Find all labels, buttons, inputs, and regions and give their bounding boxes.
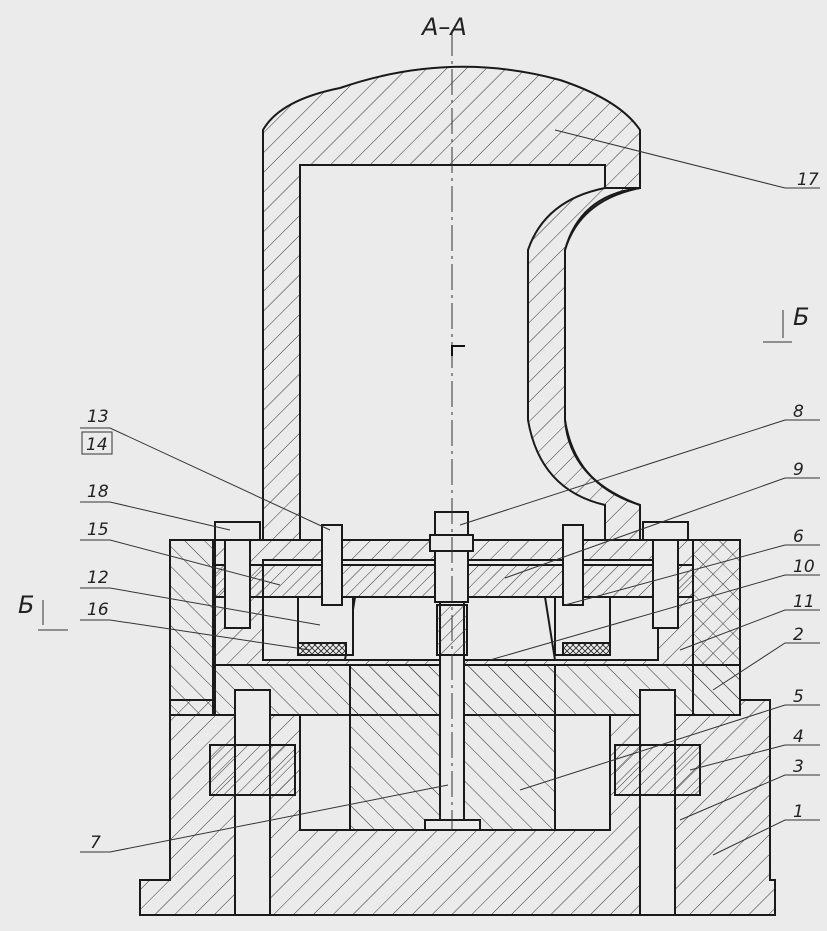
callout-14: 14	[86, 435, 108, 455]
callout-14-box	[81, 431, 113, 455]
callout-15: 15	[87, 520, 109, 540]
callout-1: 1	[793, 802, 804, 822]
guide-pin-part-3	[639, 689, 676, 916]
callout-9: 9	[793, 460, 804, 480]
spring-part-4	[614, 744, 701, 796]
bolt-part-18-left	[214, 521, 261, 541]
bolt-right	[562, 524, 584, 606]
guide-pin-left	[234, 689, 271, 916]
callout-7: 7	[90, 833, 101, 853]
bolt-part-18-right-shank	[652, 539, 679, 629]
callout-12: 12	[87, 568, 109, 588]
callout-3: 3	[793, 757, 804, 777]
callout-10: 10	[793, 557, 815, 577]
callout-4: 4	[793, 727, 804, 747]
pad-part-16-right	[562, 642, 611, 656]
section-marker-left: Б	[18, 591, 34, 619]
side-block-left	[169, 539, 216, 716]
bolt-left	[321, 524, 343, 606]
section-title: А–А	[420, 13, 467, 41]
bolt-part-18-left-shank	[224, 539, 251, 629]
section-marker-right: Б	[793, 303, 809, 331]
callout-16: 16	[87, 600, 109, 620]
callout-11: 11	[793, 592, 815, 612]
frame-jaw	[527, 187, 641, 541]
corner-mark	[451, 345, 465, 356]
pad-part-16-left	[297, 642, 347, 656]
spring-left	[209, 744, 296, 796]
callout-5: 5	[793, 687, 804, 707]
jaw-inner-arc	[564, 187, 641, 506]
callout-18: 18	[87, 482, 109, 502]
bolt-part-18-right	[642, 521, 689, 541]
callout-2: 2	[793, 625, 804, 645]
callout-6: 6	[793, 527, 804, 547]
callout-17: 17	[797, 170, 819, 190]
callout-8: 8	[793, 402, 804, 422]
callout-13: 13	[87, 407, 109, 427]
